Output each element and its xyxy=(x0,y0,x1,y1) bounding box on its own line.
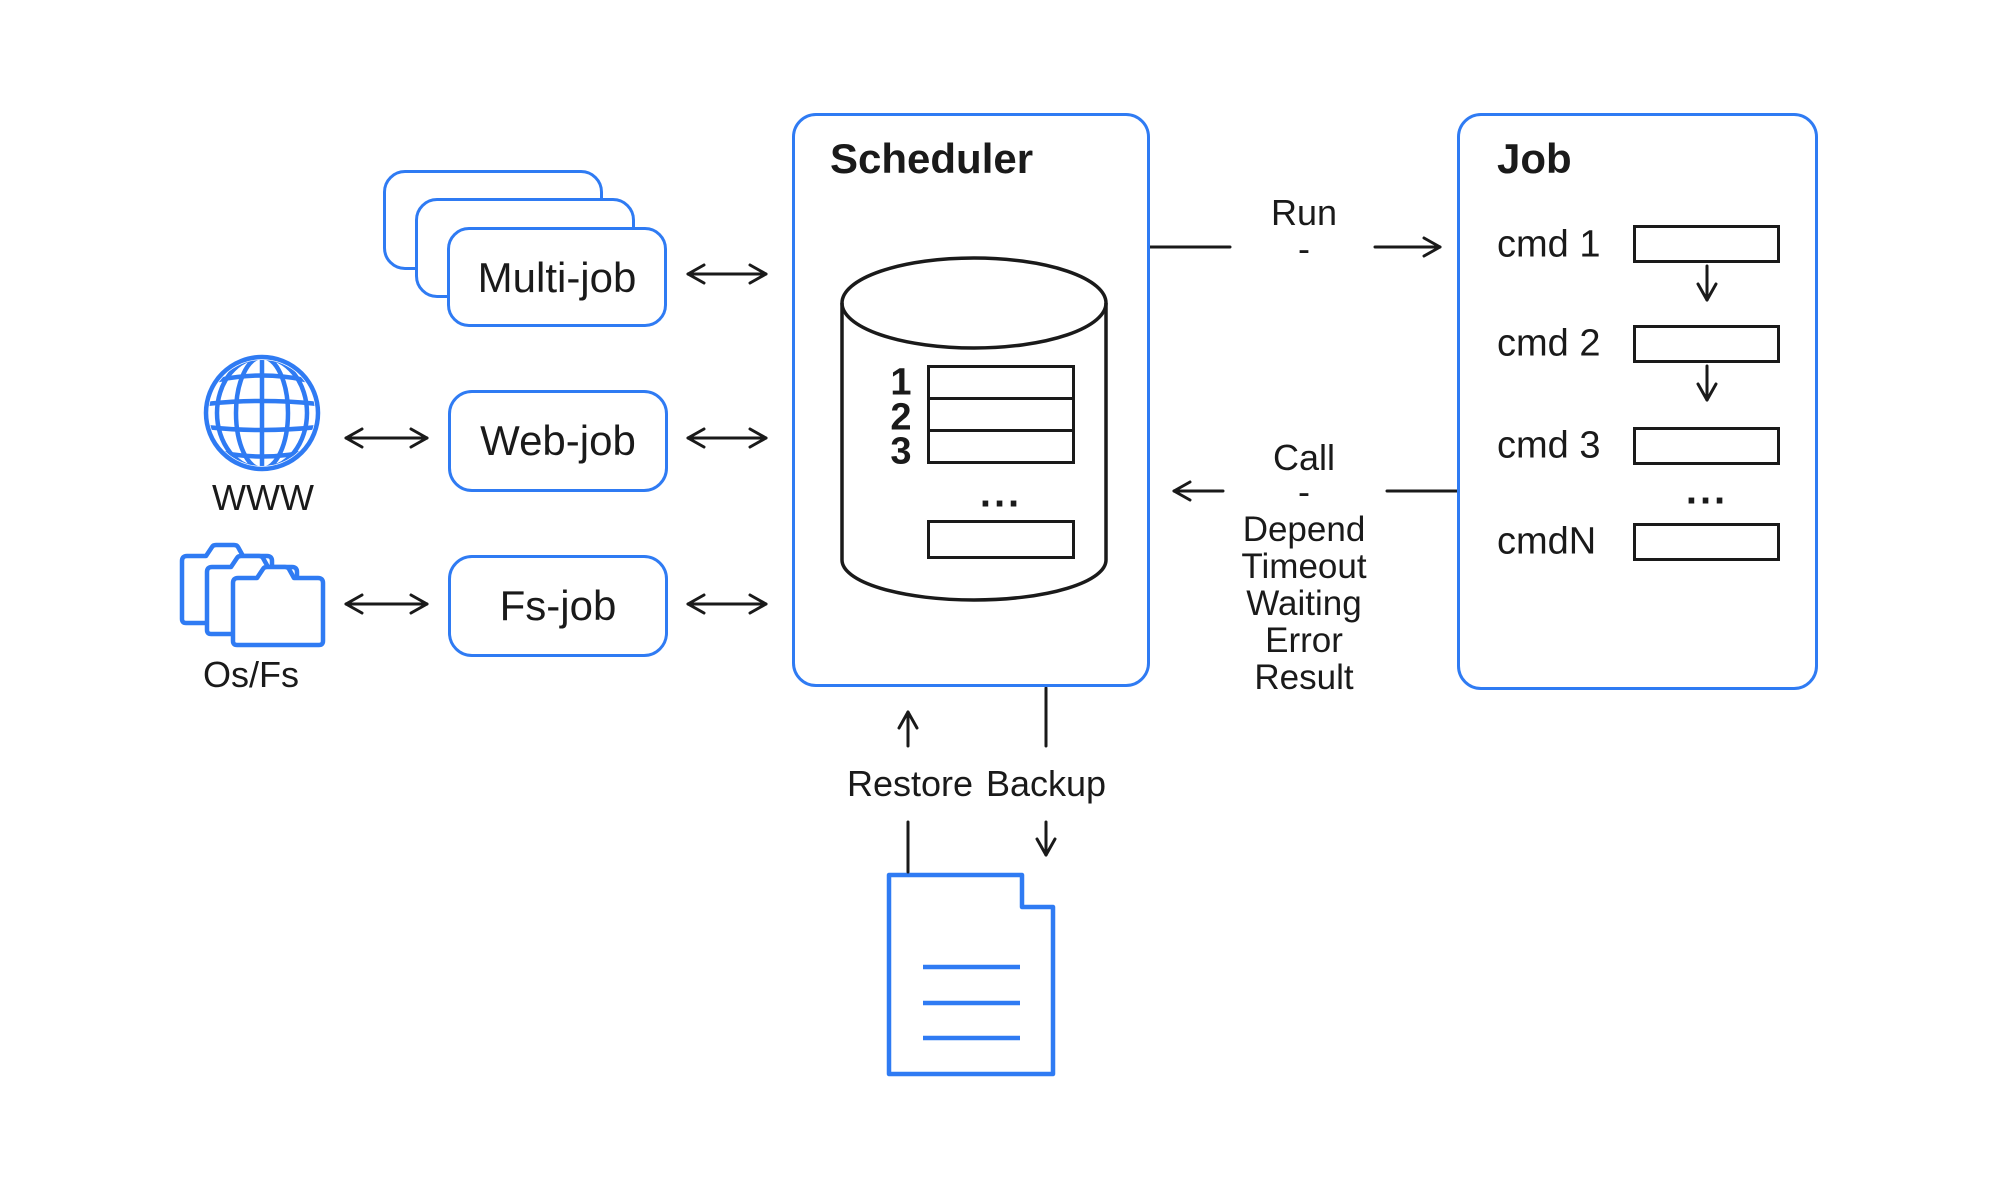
backup-document-icon xyxy=(886,872,1056,1077)
queue-row xyxy=(927,429,1075,464)
call-status: Depend xyxy=(1242,510,1366,549)
queue-row xyxy=(927,397,1075,432)
call-status: Timeout xyxy=(1241,547,1367,586)
cmdN-box xyxy=(1633,523,1780,561)
multi-job-label: Multi-job xyxy=(477,254,637,301)
queue-pos-2: 2 xyxy=(890,396,912,439)
cmd1-box xyxy=(1633,225,1780,263)
database-cylinder-icon xyxy=(840,256,1108,602)
call-label: Call xyxy=(1272,437,1336,478)
cmdN-label: cmdN xyxy=(1497,520,1597,563)
folder-stack-icon xyxy=(179,542,326,648)
queue-rows xyxy=(927,365,1075,464)
queue-tail-slot xyxy=(927,520,1075,559)
globe-www-icon xyxy=(203,354,321,472)
scheduler-box xyxy=(792,113,1150,687)
run-dash: - xyxy=(1298,228,1310,269)
cmd3-box xyxy=(1633,427,1780,465)
os-fs-label: Os/Fs xyxy=(203,654,299,695)
www-label: WWW xyxy=(212,477,314,518)
queue-pos-3: 3 xyxy=(890,430,912,473)
multi-job-card-front xyxy=(447,227,667,327)
fs-job-node xyxy=(448,555,668,657)
cmd1-label: cmd 1 xyxy=(1497,223,1601,266)
call-status: Error xyxy=(1265,621,1343,660)
call-status: Result xyxy=(1254,658,1354,697)
fs-job-label: Fs-job xyxy=(499,582,617,629)
cmd-ellipsis: ... xyxy=(1685,468,1729,513)
job-title: Job xyxy=(1497,135,1572,182)
web-job-label: Web-job xyxy=(480,417,636,464)
queue-row xyxy=(927,365,1075,400)
web-job-node xyxy=(448,390,668,492)
cmd2-label: cmd 2 xyxy=(1497,322,1601,365)
call-status-list: Depend Timeout Waiting Error Result xyxy=(1241,511,1366,696)
restore-label: Restore xyxy=(846,763,974,804)
queue-ellipsis: ... xyxy=(979,471,1023,516)
scheduler-title: Scheduler xyxy=(830,135,1034,182)
run-label: Run xyxy=(1270,192,1338,233)
job-box xyxy=(1457,113,1818,690)
cmd3-label: cmd 3 xyxy=(1497,424,1601,467)
queue-pos-1: 1 xyxy=(890,361,912,404)
cmd2-box xyxy=(1633,325,1780,363)
call-dash: - xyxy=(1298,471,1310,512)
backup-label: Backup xyxy=(985,763,1107,804)
call-status: Waiting xyxy=(1246,584,1362,623)
